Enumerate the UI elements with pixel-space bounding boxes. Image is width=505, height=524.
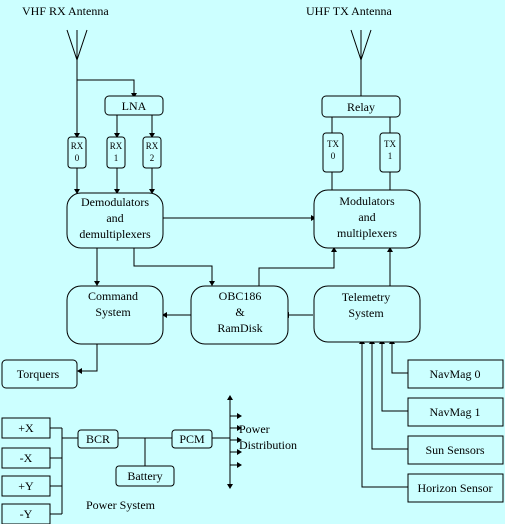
vhf-rx-antenna-label: VHF RX Antenna [22, 4, 109, 18]
modulators-label-line3: multiplexers [337, 226, 397, 240]
solar-panel-minus-x: -X [1, 447, 51, 469]
rx0-label-line1: RX [71, 141, 84, 151]
command-system-label-line2: System [95, 305, 131, 319]
obc-label-line1: OBC186 [219, 289, 262, 303]
plus-y-label: +Y [18, 479, 34, 493]
navmag1-box: NavMag 1 [407, 397, 504, 427]
demodulators-label-line2: and [106, 211, 123, 225]
obc-label-line2: & [235, 305, 245, 319]
rx1-box: RX 1 [106, 136, 126, 169]
minus-x-label: -X [20, 451, 33, 465]
tx0-label-line2: 0 [331, 151, 336, 161]
minus-y-label: -Y [20, 507, 33, 521]
connections [50, 70, 408, 515]
command-system-box: Command System [66, 285, 164, 345]
modulators-label-line1: Modulators [339, 194, 395, 208]
rx0-box: RX 0 [67, 136, 87, 169]
sun-sensors-box: Sun Sensors [407, 435, 504, 465]
bcr-box: BCR [77, 429, 119, 449]
command-system-label-line1: Command [88, 289, 138, 303]
modulators-label-line2: and [358, 210, 375, 224]
torquers-box: Torquers [1, 359, 78, 389]
power-system-label: Power System [86, 498, 156, 512]
uhf-tx-antenna-label: UHF TX Antenna [306, 4, 392, 18]
tx1-box: TX 1 [379, 132, 401, 173]
relay-label: Relay [347, 100, 375, 114]
rx2-label-line1: RX [146, 141, 159, 151]
solar-panel-minus-y: -Y [1, 503, 51, 524]
obc-box: OBC186 & RamDisk [190, 285, 289, 345]
rx1-label-line2: 1 [114, 153, 119, 163]
power-distribution-label-line2: Distribution [239, 438, 297, 452]
demodulators-box: Demodulators and demultiplexers [66, 192, 164, 249]
horizon-sensor-label: Horizon Sensor [418, 481, 493, 495]
demodulators-label-line3: demultiplexers [79, 227, 151, 241]
bcr-label: BCR [86, 432, 110, 446]
tx0-box: TX 0 [322, 132, 344, 173]
rx0-label-line2: 0 [75, 153, 80, 163]
navmag1-label: NavMag 1 [430, 405, 481, 419]
torquers-label: Torquers [17, 367, 60, 381]
demodulators-label-line1: Demodulators [81, 195, 149, 209]
telemetry-system-label-line2: System [348, 306, 384, 320]
uhf-tx-antenna: UHF TX Antenna [306, 4, 392, 96]
tx1-label-line1: TX [384, 139, 396, 149]
horizon-sensor-box: Horizon Sensor [407, 473, 504, 503]
lna-label: LNA [122, 99, 147, 113]
plus-x-label: +X [18, 421, 34, 435]
power-distribution-label-line1: Power [239, 422, 270, 436]
solar-panel-plus-y: +Y [1, 475, 51, 497]
obc-label-line3: RamDisk [217, 321, 262, 335]
tx0-label-line1: TX [327, 139, 339, 149]
lna-box: LNA [104, 95, 164, 116]
telemetry-system-label-line1: Telemetry [342, 290, 390, 304]
rx1-label-line1: RX [110, 141, 123, 151]
relay-box: Relay [321, 95, 401, 118]
tx1-label-line2: 1 [388, 151, 393, 161]
solar-panel-plus-x: +X [1, 417, 51, 439]
battery-box: Battery [115, 465, 175, 487]
sun-sensors-label: Sun Sensors [425, 443, 484, 457]
navmag0-box: NavMag 0 [407, 359, 504, 389]
rx2-label-line2: 2 [150, 153, 155, 163]
navmag0-label: NavMag 0 [430, 367, 481, 381]
vhf-rx-antenna: VHF RX Antenna [22, 4, 109, 70]
battery-label: Battery [127, 469, 162, 483]
pcm-label: PCM [179, 432, 205, 446]
rx2-box: RX 2 [142, 136, 162, 169]
pcm-box: PCM [171, 429, 213, 449]
modulators-box: Modulators and multiplexers [313, 189, 421, 249]
telemetry-system-box: Telemetry System [313, 285, 421, 343]
